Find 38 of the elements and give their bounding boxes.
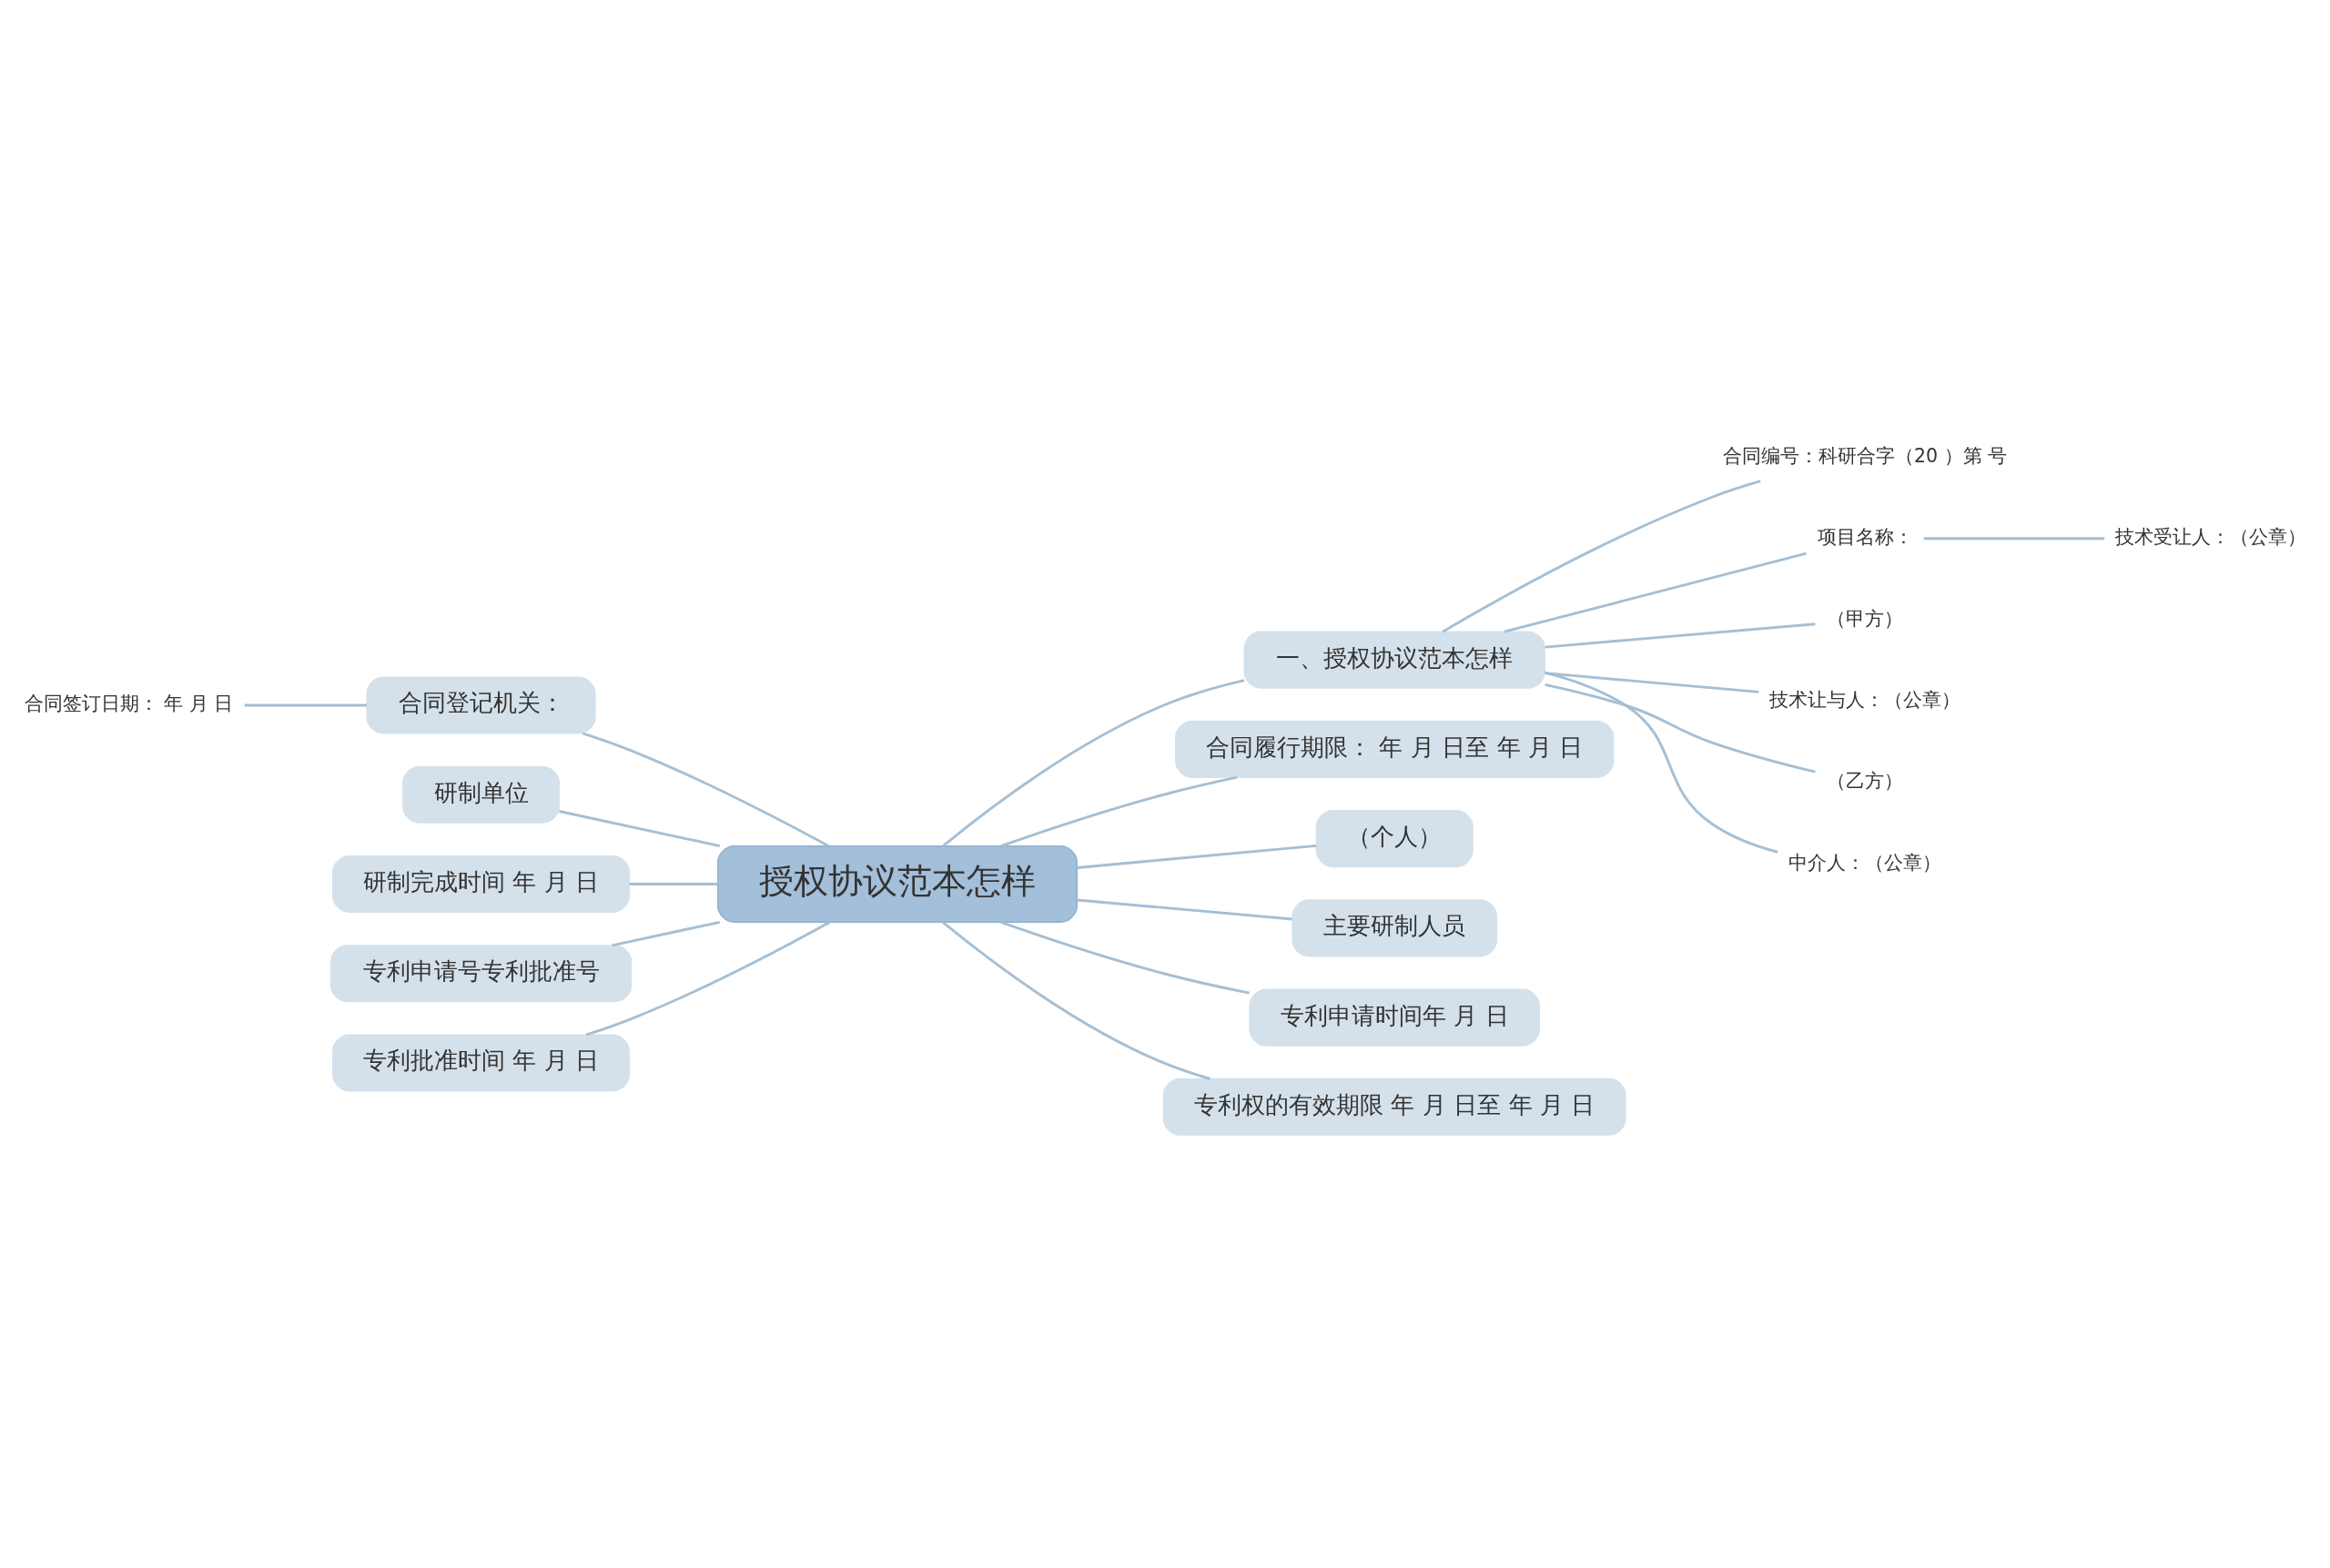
- node-box: 主要研制人员: [1292, 899, 1498, 957]
- node-box: 专利申请时间年 月 日: [1249, 988, 1541, 1047]
- node-box: 专利批准时间 年 月 日: [332, 1034, 630, 1092]
- node-box: 专利权的有效期限 年 月 日至 年 月 日: [1162, 1077, 1626, 1136]
- connector: [559, 810, 721, 847]
- connector: [942, 679, 1245, 847]
- node-box: 合同履行期限： 年 月 日至 年 月 日: [1175, 720, 1615, 778]
- connector: [612, 920, 721, 947]
- node-text: （甲方）: [1827, 607, 1904, 630]
- node-box: 研制完成时间 年 月 日: [332, 855, 630, 913]
- node-box: 合同登记机关：: [366, 676, 596, 734]
- connector: [244, 703, 367, 707]
- connector: [1442, 480, 1761, 633]
- connector: [1077, 844, 1317, 869]
- connector: [1504, 551, 1807, 633]
- node-text: 中介人：（公章）: [1788, 851, 1942, 874]
- node-text: 合同签订日期： 年 月 日: [24, 693, 234, 715]
- connector: [582, 732, 829, 847]
- node-text: 合同编号：科研合字（20 ）第 号: [1722, 444, 2008, 467]
- node-box: （个人）: [1315, 810, 1474, 868]
- connector: [1545, 683, 1816, 774]
- connector: [1923, 537, 2105, 541]
- connector: [1077, 898, 1292, 921]
- connector: [585, 921, 831, 1037]
- node-text: 技术受让人：（公章）: [2114, 526, 2306, 549]
- connector: [942, 921, 1211, 1080]
- connector: [1001, 775, 1238, 847]
- connector: [629, 883, 718, 885]
- connector: [1544, 671, 1778, 854]
- node-box: 研制单位: [402, 765, 561, 824]
- connector: [1000, 920, 1250, 995]
- connector: [1545, 622, 1816, 649]
- node-text: 项目名称：: [1817, 526, 1913, 549]
- node-box: 一、授权协议范本怎样: [1243, 631, 1545, 689]
- node-text: （乙方）: [1827, 770, 1904, 793]
- node-text: 技术让与人：（公章）: [1769, 689, 1961, 712]
- node-box: 专利申请号专利批准号: [329, 945, 633, 1003]
- node-box: 授权协议范本怎样: [717, 845, 1078, 923]
